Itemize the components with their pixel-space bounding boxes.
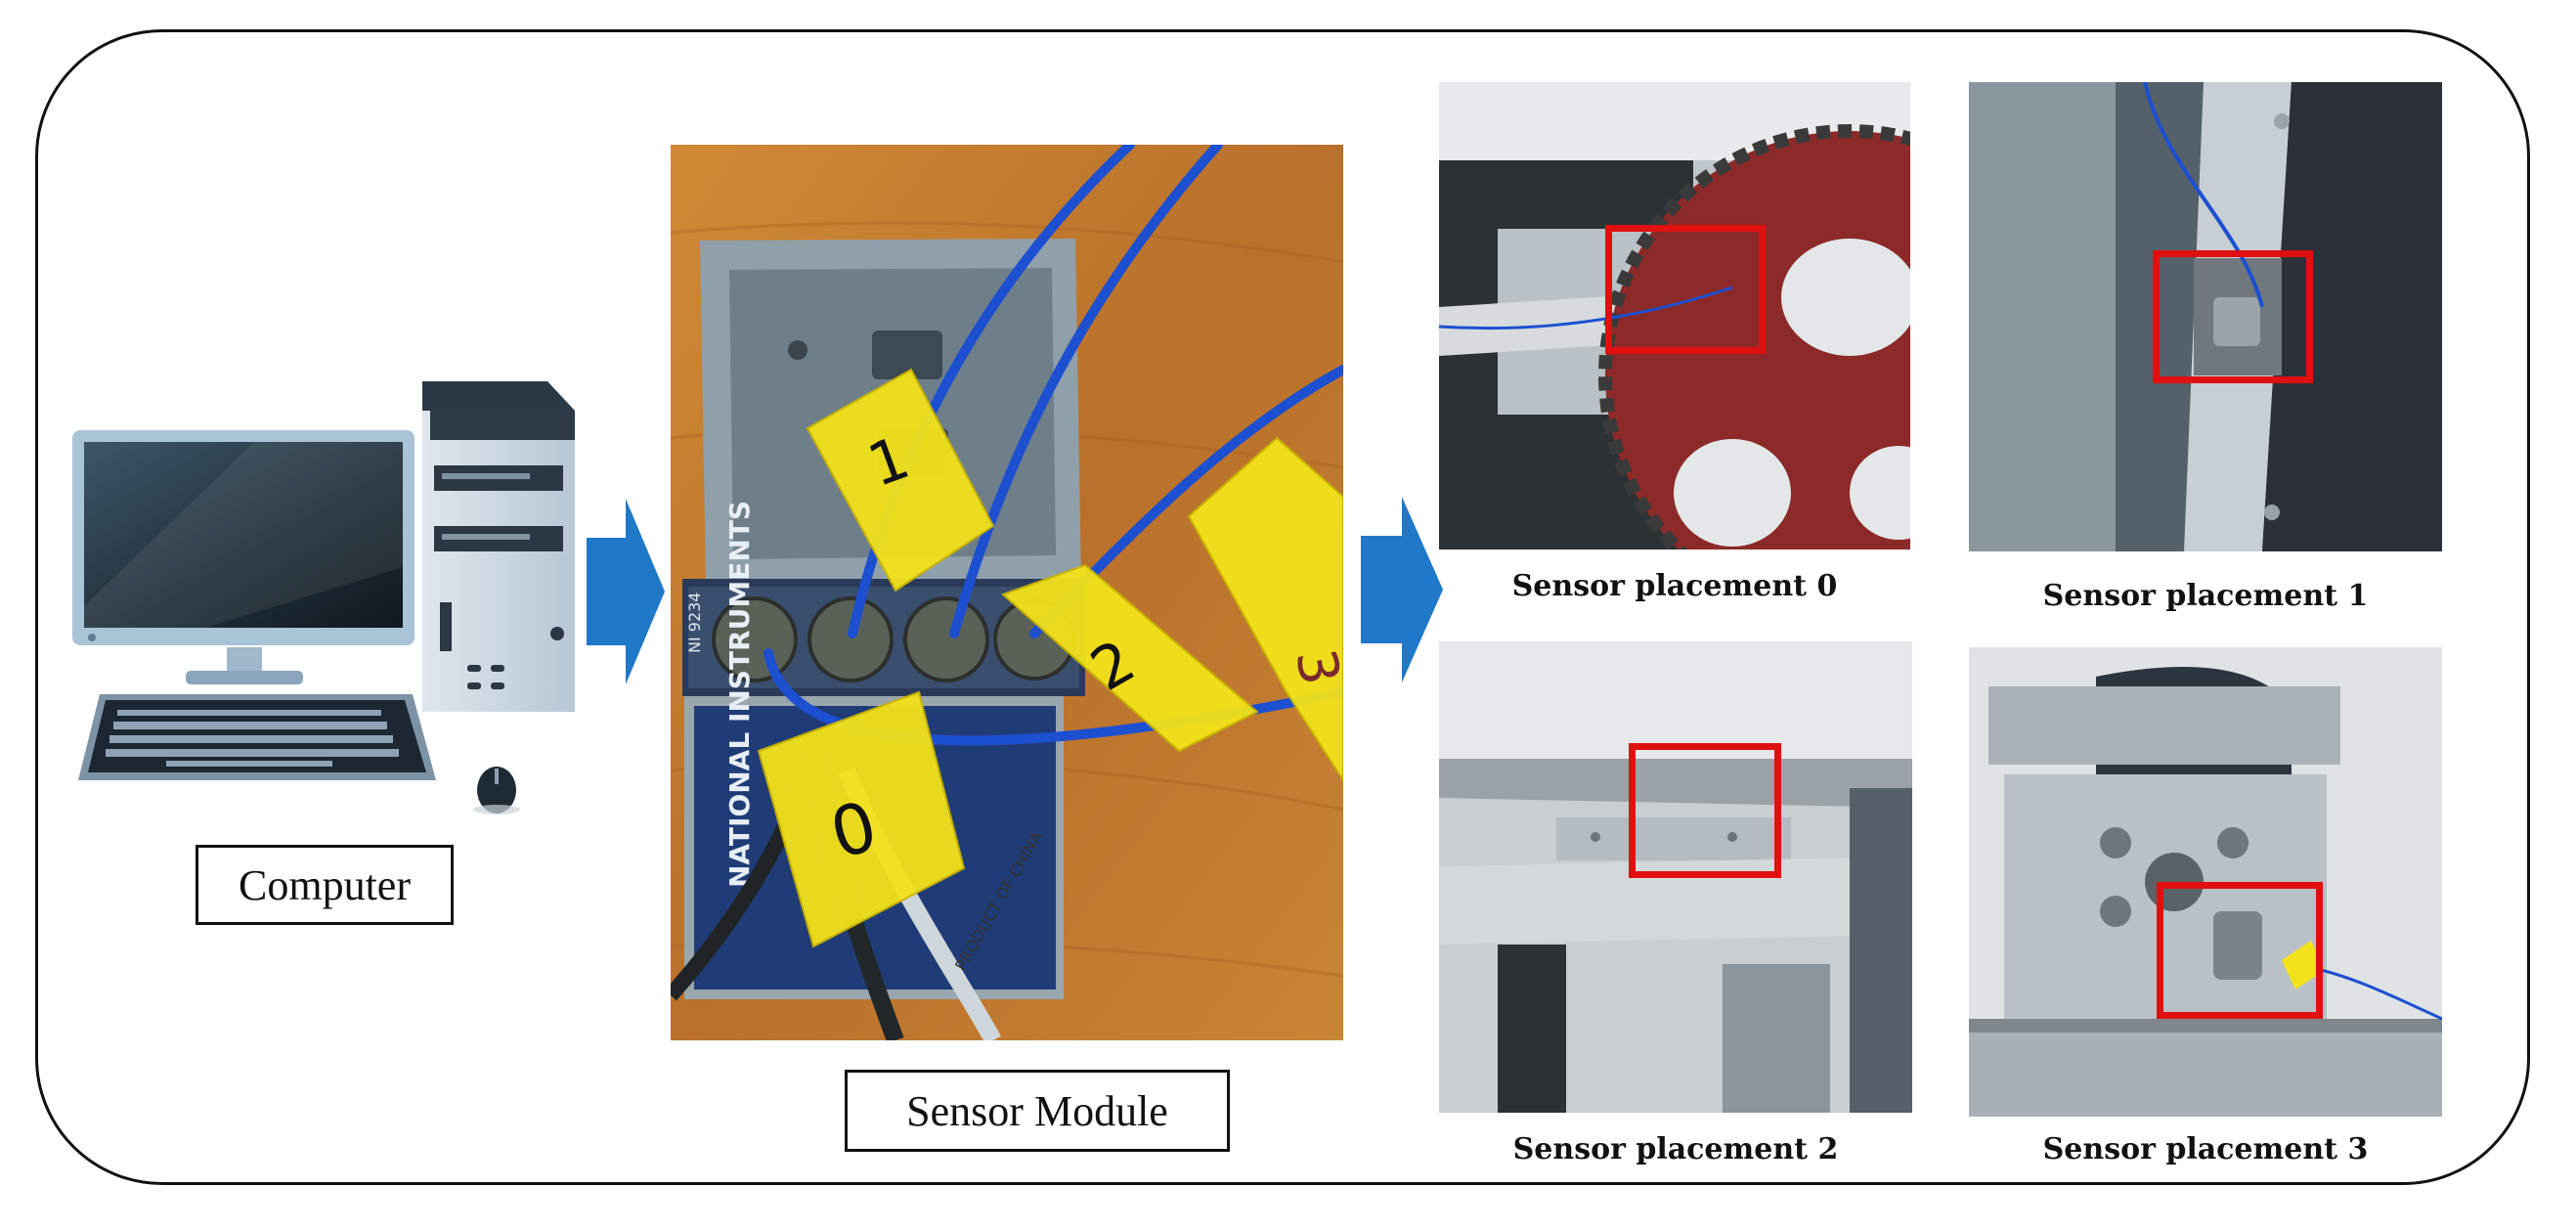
arrow-icon bbox=[1361, 497, 1443, 682]
sensor-placement-caption-3: Sensor placement 3 bbox=[2042, 1132, 2369, 1166]
module-model-text: NI 9234 bbox=[685, 593, 704, 654]
sensor-placement-photo-1 bbox=[1969, 82, 2442, 551]
module-brand-text: NATIONAL INSTRUMENTS bbox=[723, 501, 756, 888]
sensor-placement-photo-3 bbox=[1969, 647, 2442, 1117]
sensor-module-photo: NI 9234 NATIONAL INSTRUMENTS PRODUCT OF … bbox=[671, 145, 1343, 1040]
computer-illustration bbox=[59, 372, 606, 821]
monitor-icon bbox=[72, 430, 415, 684]
sensor-module-label: Sensor Module bbox=[845, 1070, 1230, 1152]
mouse-icon bbox=[473, 767, 520, 814]
sensor-placement-photo-2 bbox=[1439, 641, 1912, 1113]
sensor-placement-caption-2: Sensor placement 2 bbox=[1512, 1132, 1839, 1166]
sensor-highlight-box bbox=[1605, 225, 1766, 354]
sensor-highlight-box bbox=[2157, 882, 2323, 1019]
computer-label: Computer bbox=[196, 845, 454, 925]
sensor-highlight-box bbox=[2153, 250, 2313, 383]
arrow-icon bbox=[587, 499, 665, 684]
sensor-placement-caption-1: Sensor placement 1 bbox=[2042, 579, 2369, 613]
diagram-frame bbox=[35, 29, 2530, 1185]
sensor-placement-photo-0 bbox=[1439, 82, 1910, 550]
sensor-highlight-box bbox=[1629, 743, 1781, 878]
tower-icon bbox=[422, 381, 575, 712]
keyboard-icon bbox=[78, 694, 436, 780]
sensor-placement-caption-0: Sensor placement 0 bbox=[1511, 569, 1838, 603]
